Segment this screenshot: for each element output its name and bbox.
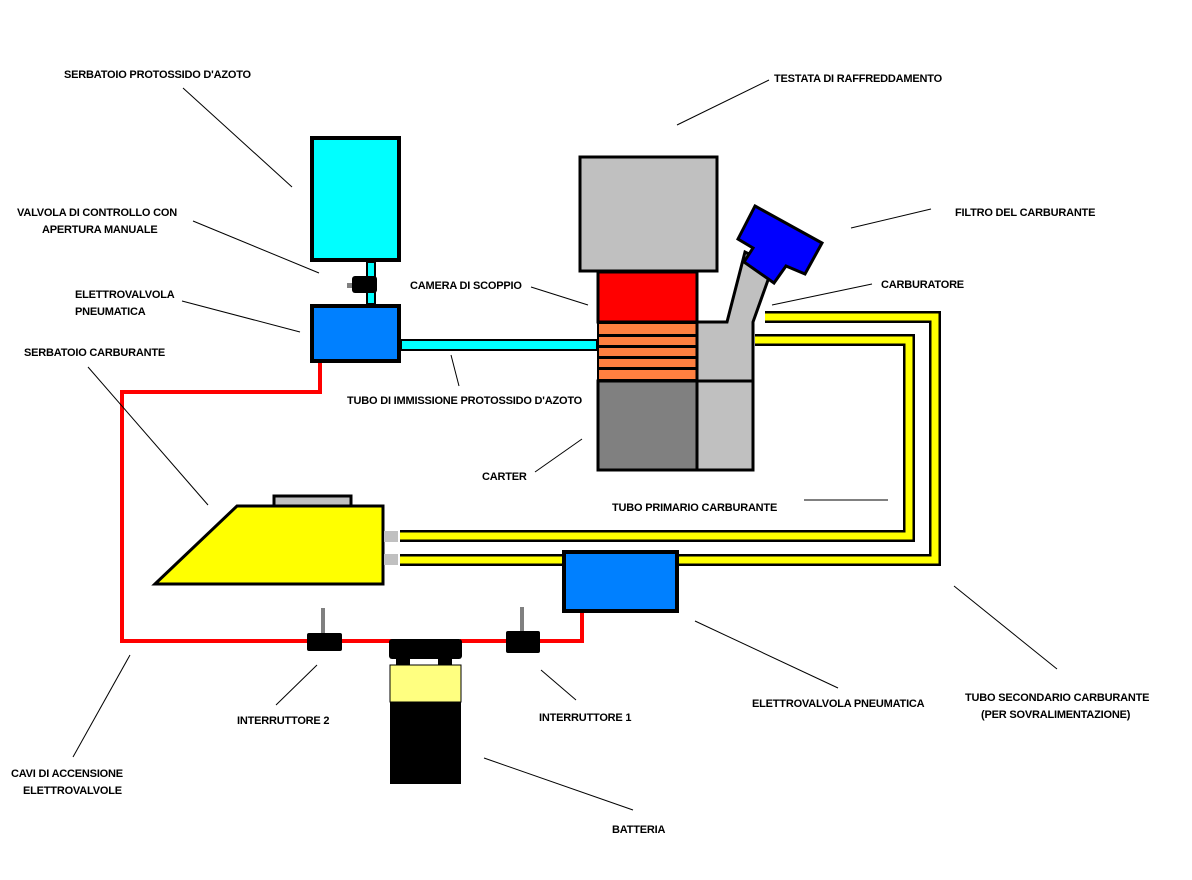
label-nitrous-intake-pipe: TUBO DI IMMISSIONE PROTOSSIDO D'AZOTO (347, 395, 583, 407)
leader-ignition-wires (72, 654, 131, 758)
ignition-wire-right (540, 612, 584, 643)
label-battery: BATTERIA (612, 824, 665, 836)
label-ignition-wires-line2: ELETTROVALVOLE (23, 785, 122, 797)
leader-nitrous-tank (182, 87, 293, 188)
label-solenoid-valve-top-line1: ELETTROVALVOLA (75, 289, 175, 301)
crankcase (596, 379, 699, 472)
switch-1-lever (520, 607, 524, 632)
engine (578, 155, 825, 472)
leader-nitrous-intake-pipe (450, 354, 460, 387)
fuel-tank (151, 494, 398, 586)
fuel-tank-outlet-secondary (384, 554, 398, 565)
control-valve-knob (347, 283, 352, 288)
leader-crankcase (534, 438, 583, 473)
leader-secondary-fuel-pipe (953, 585, 1058, 670)
piston-ring (597, 368, 698, 381)
leader-switch-2 (275, 664, 318, 706)
piston-ring (597, 346, 698, 358)
battery-top-cap (389, 639, 462, 659)
label-nitrous-tank: SERBATOIO PROTOSSIDO D'AZOTO (64, 69, 252, 81)
solenoid-valve-nitrous (310, 304, 401, 363)
switch-2-lever (321, 608, 325, 633)
battery-top (389, 664, 462, 703)
piston-ring (597, 357, 698, 369)
label-carburetor: CARBURATORE (881, 279, 964, 291)
leader-carburetor (771, 283, 873, 306)
leader-fuel-filter (850, 208, 932, 229)
battery-terminal (396, 659, 410, 665)
carburetor (695, 249, 775, 383)
leader-switch-1 (540, 669, 577, 701)
label-control-valve-line1: VALVOLA DI CONTROLLO CON (17, 207, 177, 219)
label-cylinder-head: TESTATA DI RAFFREDDAMENTO (774, 73, 943, 85)
fuel-tank-outlet-primary (384, 531, 398, 542)
label-ignition-wires-line1: CAVI DI ACCENSIONE (11, 768, 123, 780)
labels: SERBATOIO PROTOSSIDO D'AZOTO VALVOLA DI … (11, 69, 1149, 836)
label-switch-1: INTERRUTTORE 1 (539, 712, 631, 724)
manual-control-valve (347, 276, 377, 293)
leader-solenoid-valve-bottom (694, 620, 839, 689)
primary-fuel-pipe-fill (400, 336, 913, 540)
primary-fuel-pipe (400, 334, 915, 542)
nitrous-intake-pipe (400, 339, 598, 351)
combustion-chamber (596, 270, 699, 324)
label-fuel-tank: SERBATOIO CARBURANTE (24, 347, 165, 359)
nitrous-tank (310, 136, 401, 262)
cylinder-head (578, 155, 719, 273)
leader-control-valve (192, 220, 320, 274)
battery (389, 639, 462, 784)
label-primary-fuel-pipe: TUBO PRIMARIO CARBURANTE (612, 502, 777, 514)
label-secondary-fuel-pipe-line2: (PER SOVRALIMENTAZIONE) (981, 709, 1131, 721)
switch-2-body (307, 633, 342, 651)
leader-fuel-tank (87, 366, 209, 506)
leader-battery (483, 757, 634, 811)
leader-combustion-chamber (530, 286, 589, 306)
switch-1 (506, 607, 540, 653)
piston-rings (597, 322, 698, 381)
battery-terminal (438, 659, 452, 665)
fuel-tank-body (151, 504, 385, 586)
label-secondary-fuel-pipe-line1: TUBO SECONDARIO CARBURANTE (965, 692, 1149, 704)
battery-body (390, 702, 461, 784)
label-solenoid-valve-bottom: ELETTROVALVOLA PNEUMATICA (752, 698, 925, 710)
label-fuel-filter: FILTRO DEL CARBURANTE (955, 207, 1095, 219)
label-crankcase: CARTER (482, 471, 527, 483)
leader-solenoid-valve-top (181, 300, 301, 333)
solenoid-valve-fuel (562, 550, 679, 613)
label-control-valve-line2: APERTURA MANUALE (42, 224, 158, 236)
label-switch-2: INTERRUTTORE 2 (237, 715, 329, 727)
control-valve-body (352, 276, 377, 293)
ignition-wire-left (120, 362, 322, 643)
switch-2 (307, 608, 342, 651)
fuel-filter (736, 203, 825, 286)
label-solenoid-valve-top-line2: PNEUMATICA (75, 306, 146, 318)
piston-ring (597, 335, 698, 347)
leader-cylinder-head (676, 79, 770, 126)
label-combustion-chamber: CAMERA DI SCOPPIO (410, 280, 522, 292)
ignition-wires (120, 362, 584, 643)
piston-ring (597, 322, 698, 336)
leader-lines (72, 79, 1058, 811)
switch-1-body (506, 631, 540, 653)
carburetor-base (695, 379, 755, 472)
